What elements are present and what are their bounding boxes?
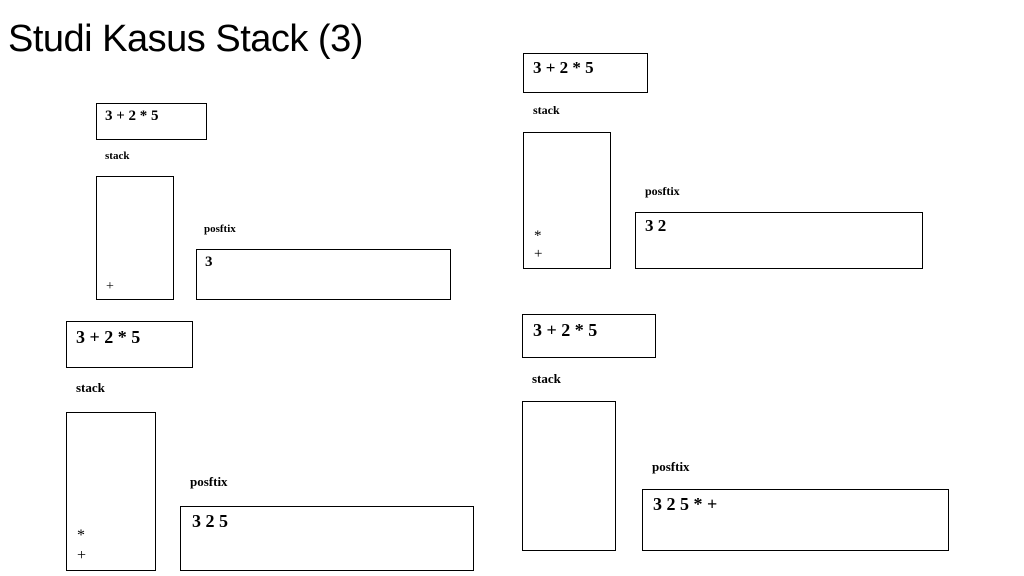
expression-text: 3 + 2 * 5 <box>105 108 159 124</box>
postfix-box: 3 2 <box>635 212 923 269</box>
slide-title: Studi Kasus Stack (3) <box>8 18 363 60</box>
postfix-label: posftix <box>652 459 690 474</box>
postfix-label: posftix <box>190 474 228 489</box>
postfix-label: posftix <box>645 184 680 198</box>
stack-box: + <box>96 176 174 300</box>
expression-text: 3 + 2 * 5 <box>76 327 141 347</box>
stack-label: stack <box>76 380 105 395</box>
stack-item: * <box>77 527 85 544</box>
postfix-box: 3 <box>196 249 451 300</box>
stack-label: stack <box>533 103 560 117</box>
stack-label: stack <box>532 371 561 386</box>
postfix-value: 3 2 5 <box>192 511 228 531</box>
stack-label: stack <box>105 150 130 162</box>
expression-box: 3 + 2 * 5 <box>96 103 207 140</box>
expression-text: 3 + 2 * 5 <box>533 58 594 77</box>
expression-box: 3 + 2 * 5 <box>66 321 193 368</box>
postfix-box: 3 2 5 <box>180 506 474 571</box>
expression-box: 3 + 2 * 5 <box>522 314 656 358</box>
stack-box <box>522 401 616 551</box>
stack-box: * + <box>66 412 156 571</box>
stack-item: + <box>77 547 87 564</box>
stack-item: * <box>534 227 542 244</box>
postfix-value: 3 2 5 * + <box>653 494 718 514</box>
expression-text: 3 + 2 * 5 <box>533 320 598 340</box>
postfix-box: 3 2 5 * + <box>642 489 949 551</box>
stack-item: + <box>534 246 543 263</box>
postfix-value: 3 <box>205 254 213 270</box>
postfix-label: posftix <box>204 223 236 235</box>
stack-items: * + <box>524 227 610 265</box>
stack-box: * + <box>523 132 611 269</box>
stack-items: * + <box>67 526 155 566</box>
expression-box: 3 + 2 * 5 <box>523 53 648 93</box>
stack-item: + <box>106 278 114 294</box>
postfix-value: 3 2 <box>645 216 667 235</box>
stack-items: + <box>97 278 173 296</box>
